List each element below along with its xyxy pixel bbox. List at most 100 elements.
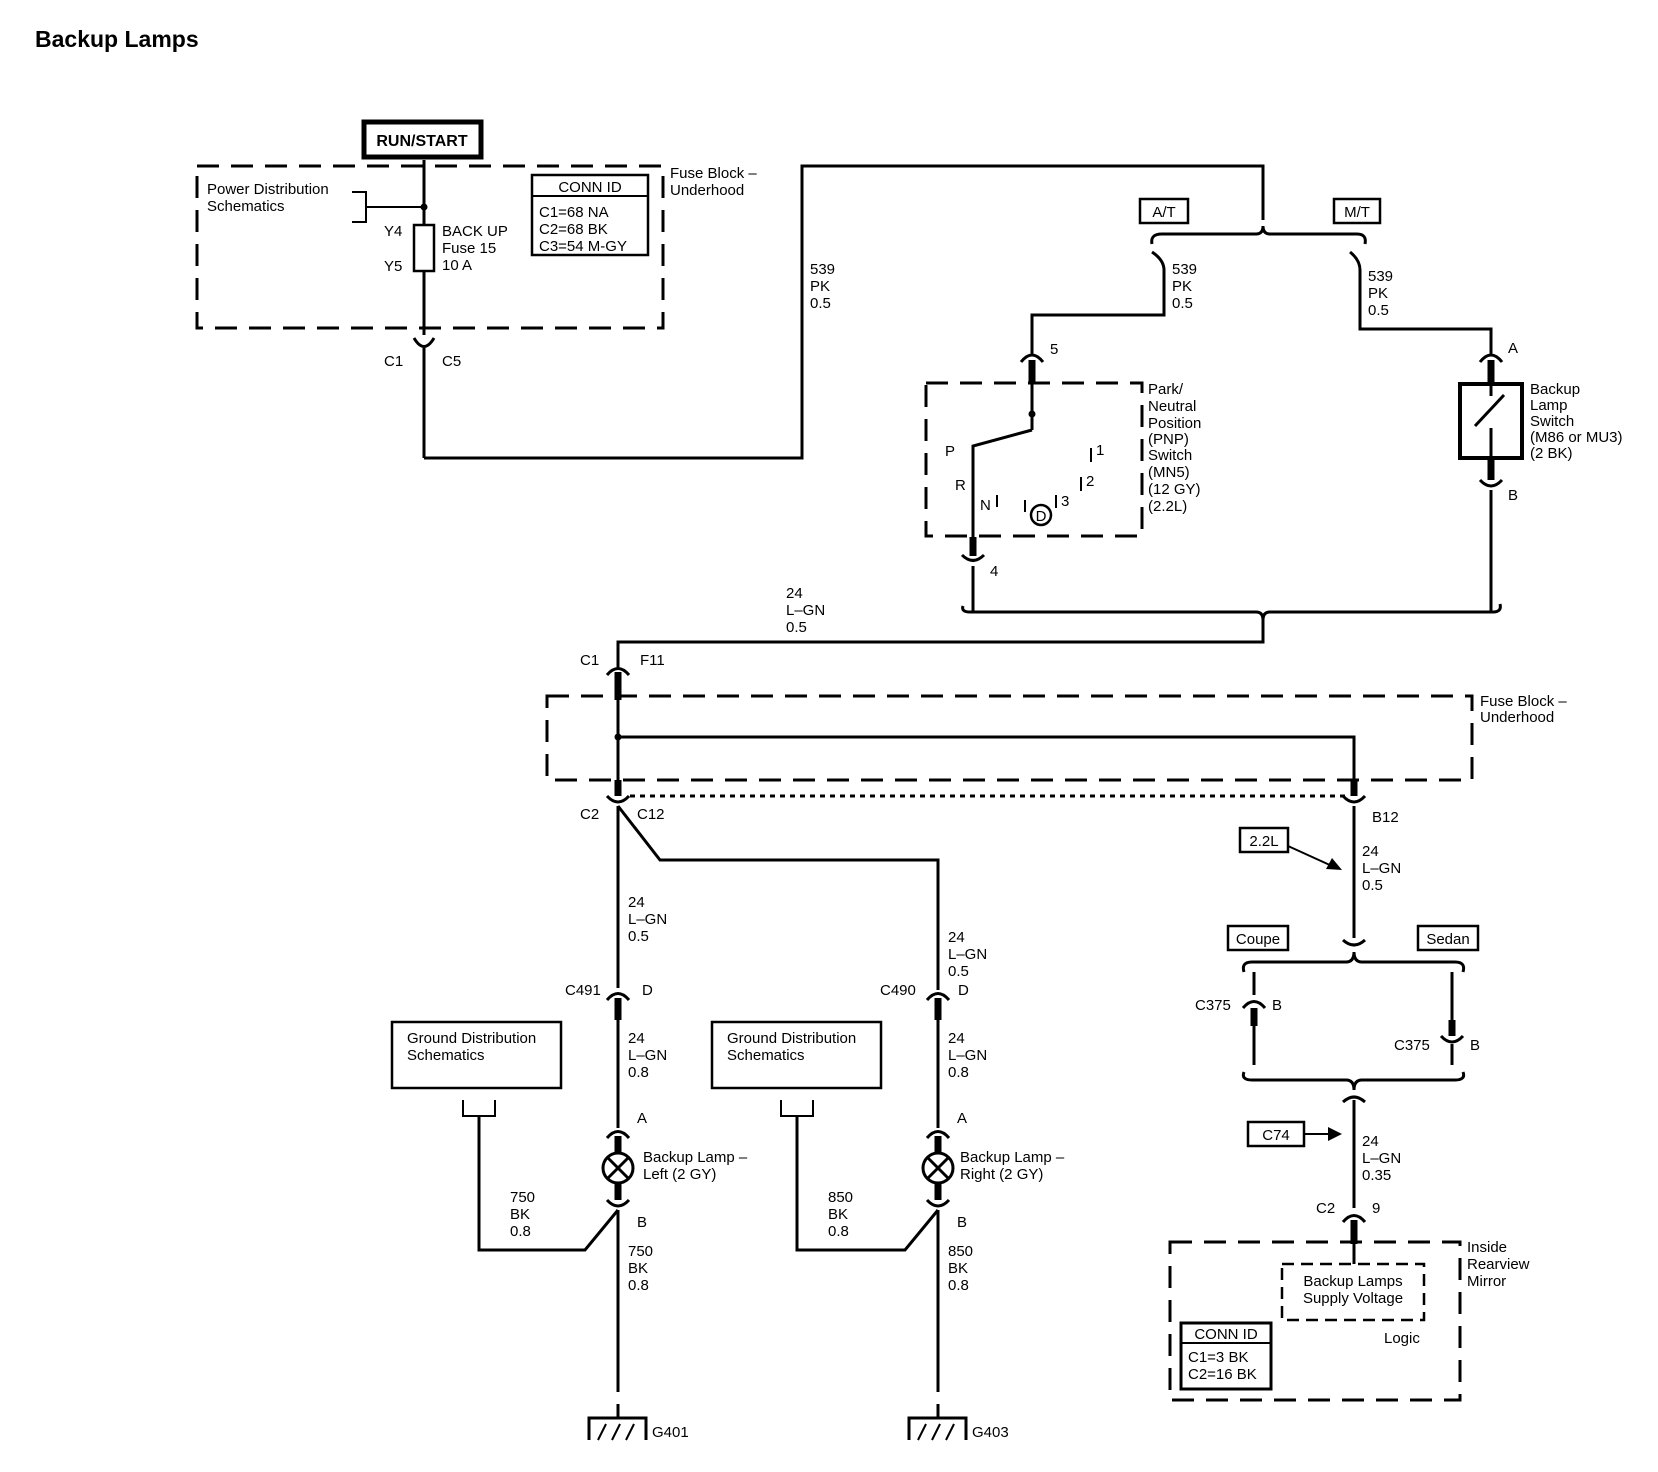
conn-id-top: CONN ID C1=68 NA C2=68 BK C3=54 M-GY <box>530 173 650 257</box>
wire-750-down-label: 750 BK 0.8 <box>628 1243 653 1294</box>
w539l-2: PK <box>810 278 830 295</box>
switch-pin-a: A <box>1508 340 1518 357</box>
fuse-block-top-label: Fuse Block – Underhood <box>670 165 757 199</box>
w24top-3: 0.5 <box>786 619 807 636</box>
pnp-label-7: (12 GY) <box>1148 481 1201 498</box>
mirror-label-2: Rearview <box>1467 1256 1530 1273</box>
w750g-3: 0.8 <box>510 1223 531 1240</box>
wire-24-right-1-label: 24 L–GN 0.5 <box>948 929 987 980</box>
right-lamp-pin-b: B <box>957 1214 967 1231</box>
w24b12-2: L–GN <box>1362 860 1401 877</box>
pnp-pos-r: R <box>955 477 966 494</box>
wire-539-mt <box>1358 270 1493 355</box>
conn-id-top-row-2: C2=68 BK <box>539 221 608 238</box>
pnp-label-2: Neutral <box>1148 398 1196 415</box>
fuse-label-2: Fuse 15 <box>442 240 496 257</box>
w750g-1: 750 <box>510 1189 535 1206</box>
pnp-label-8: (2.2L) <box>1148 498 1187 515</box>
c491-pin-d: D <box>642 982 653 999</box>
fuse-block-top-label-2: Underhood <box>670 182 744 199</box>
w750g-2: BK <box>510 1206 530 1223</box>
fuse-pin-y4: Y4 <box>384 223 402 240</box>
ground-g401: G401 <box>587 1416 689 1441</box>
splice-dot <box>420 203 428 211</box>
option-mt: M/T <box>1332 197 1382 225</box>
g403-label: G403 <box>972 1424 1009 1441</box>
pnp-pos-2: 2 <box>1086 473 1094 490</box>
wire-539-at <box>1030 270 1166 355</box>
conn-c1-label: C1 <box>384 353 403 370</box>
w850d-3: 0.8 <box>948 1277 969 1294</box>
w24r2-3: 0.8 <box>948 1064 969 1081</box>
gd-left-2: Schematics <box>407 1047 485 1064</box>
power-dist-label-2: Schematics <box>207 198 285 215</box>
lower-c2: C2 <box>580 806 599 823</box>
ground-dist-right: Ground Distribution Schematics <box>710 1020 940 1252</box>
wire-24-top <box>616 620 1265 668</box>
fuse-block-top-label-1: Fuse Block – <box>670 165 757 182</box>
w24top-1: 24 <box>786 585 803 602</box>
conn-id-top-row-1: C1=68 NA <box>539 204 609 221</box>
wire-right-branch <box>616 805 940 990</box>
option-c74-label: C74 <box>1262 1127 1290 1144</box>
option-2-2l: 2.2L <box>1238 826 1342 870</box>
wire-850-down-label: 850 BK 0.8 <box>948 1243 973 1294</box>
w24l1-1: 24 <box>628 894 645 911</box>
fuse-label-3: 10 A <box>442 257 472 274</box>
c375-right-label: C375 <box>1394 1037 1430 1054</box>
connector-c490: C490 D <box>880 982 969 1020</box>
w24top-2: L–GN <box>786 602 825 619</box>
mirror-conn-id-row-1: C1=3 BK <box>1188 1349 1248 1366</box>
w750d-1: 750 <box>628 1243 653 1260</box>
backup-lamp-right: A B Backup Lamp – Right (2 GY) <box>921 1110 1065 1231</box>
wire-24-mirror-label: 24 L–GN 0.35 <box>1362 1133 1401 1184</box>
page-title: Backup Lamps <box>35 26 199 52</box>
mirror-logic-line-1: Backup Lamps <box>1303 1273 1402 1290</box>
pnp-pos-n: N <box>980 497 991 514</box>
connector-c375-sedan: C375 B <box>1394 972 1480 1065</box>
conn-c5-label: C5 <box>442 353 461 370</box>
option-sedan-label: Sedan <box>1426 931 1469 948</box>
w24m-1: 24 <box>1362 1133 1379 1150</box>
c490-pin-d: D <box>958 982 969 999</box>
mirror-logic-line-2: Supply Voltage <box>1303 1290 1403 1307</box>
w24r1-2: L–GN <box>948 946 987 963</box>
pnp-label-5: Switch <box>1148 447 1192 464</box>
option-at: A/T <box>1138 197 1190 225</box>
fuse-pin-y5: Y5 <box>384 258 402 275</box>
pnp-pos-3: 3 <box>1061 493 1069 510</box>
fuse-block-underhood-top <box>195 164 665 330</box>
w24r2-2: L–GN <box>948 1047 987 1064</box>
w24l2-1: 24 <box>628 1030 645 1047</box>
pnp-switch-label: Park/ Neutral Position (PNP) Switch (MN5… <box>1148 381 1201 515</box>
coupe-sedan-bracket <box>1241 951 1466 973</box>
pnp-label-4: (PNP) <box>1148 431 1189 448</box>
left-lamp-label-1: Backup Lamp – <box>643 1149 748 1166</box>
wire-750-ground-label: 750 BK 0.8 <box>510 1189 535 1240</box>
c375-merge-bracket <box>1241 1071 1466 1091</box>
option-sedan: Sedan <box>1416 924 1480 952</box>
gd-right-1: Ground Distribution <box>727 1030 856 1047</box>
lower-f11: F11 <box>640 652 665 669</box>
conn-id-top-title: CONN ID <box>558 179 622 196</box>
wire-539-main <box>424 164 1265 460</box>
w24m-3: 0.35 <box>1362 1167 1391 1184</box>
w750d-2: BK <box>628 1260 648 1277</box>
w850g-2: BK <box>828 1206 848 1223</box>
w750d-3: 0.8 <box>628 1277 649 1294</box>
conn-id-top-row-3: C3=54 M-GY <box>539 238 627 255</box>
pnp-pos-p: P <box>945 443 955 460</box>
pnp-label-1: Park/ <box>1148 381 1184 398</box>
inside-rearview-mirror: C2 9 Backup Lamps Supply Voltage Logic C… <box>1168 1200 1530 1402</box>
w24r1-3: 0.5 <box>948 963 969 980</box>
left-lamp-pin-b: B <box>637 1214 647 1231</box>
pnp-pin-5: 5 <box>1050 341 1058 358</box>
pnp-pin-4: 4 <box>990 563 998 580</box>
mirror-logic-label: Logic <box>1384 1330 1420 1347</box>
w539l-3: 0.5 <box>810 295 831 312</box>
right-lamp-pin-a: A <box>957 1110 967 1127</box>
option-at-label: A/T <box>1152 204 1175 221</box>
left-lamp-pin-a: A <box>637 1110 647 1127</box>
fuse-label-1: BACK UP <box>442 223 508 240</box>
switch-label-2: Lamp <box>1530 397 1568 414</box>
